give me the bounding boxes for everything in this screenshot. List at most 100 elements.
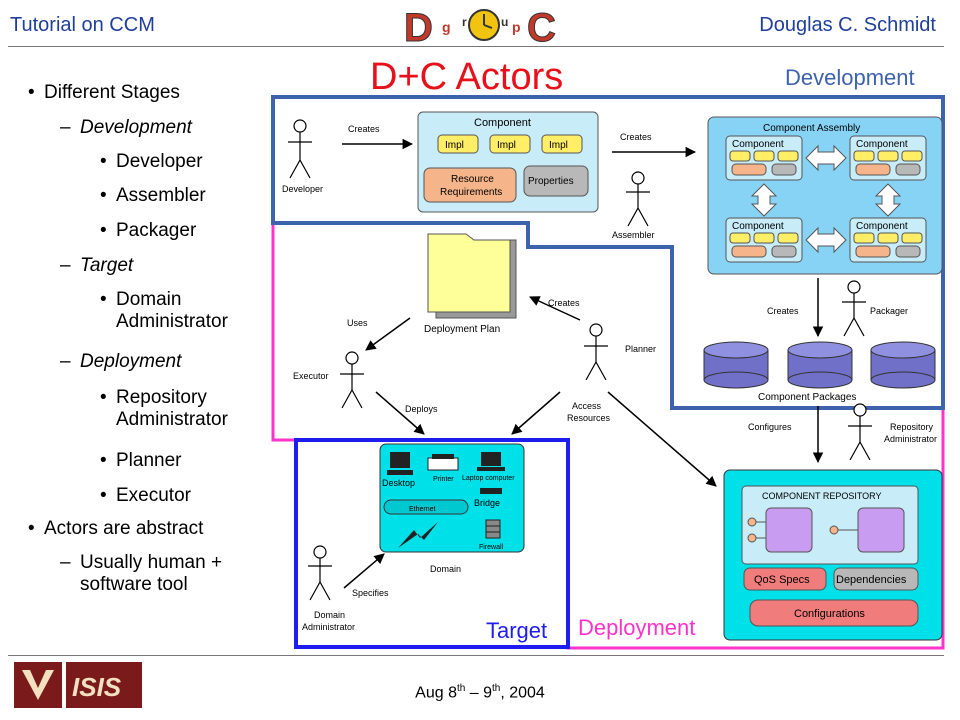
- specifies-label: Specifies: [352, 588, 389, 598]
- laptop-icon: [477, 452, 505, 471]
- target-zone-outline: [294, 438, 570, 649]
- printer-icon: [427, 454, 459, 471]
- access-repository-arrow: [607, 391, 717, 487]
- properties-box: [523, 165, 589, 197]
- domain-admin-label-1: Domain: [314, 610, 345, 620]
- executor-actor-icon: [340, 351, 364, 409]
- ethernet-label: Ethernet: [409, 506, 436, 513]
- header-tutorial-title: Tutorial on CCM: [10, 14, 155, 36]
- packager-actor-icon: [842, 280, 866, 337]
- bullet-packager: Packager: [24, 220, 196, 242]
- header-author: Douglas C. Schmidt: [759, 14, 936, 36]
- logo-letter-r: r: [462, 15, 467, 29]
- component-packages-label: Component Packages: [758, 392, 856, 403]
- vanderbilt-isis-logo: ISIS: [14, 662, 142, 708]
- impl-box-3: [541, 134, 583, 154]
- zone-label-development: Development: [785, 65, 915, 90]
- component-assembly-title: Component Assembly: [763, 123, 860, 134]
- laptop-label: Laptop computer: [462, 475, 515, 482]
- repo-admin-label-2: Administrator: [884, 434, 937, 444]
- uses-arrow: [365, 317, 411, 351]
- bullet-domain-administrator: Domain Administrator: [24, 289, 276, 333]
- impl-label-2: Impl: [497, 140, 516, 151]
- svg-text:Component: Component: [732, 221, 784, 232]
- vanderbilt-v-icon: [22, 670, 54, 700]
- repo-component-icon-1: [765, 507, 813, 553]
- logo-letter-g: g: [442, 19, 451, 35]
- svg-text:Component: Component: [856, 139, 908, 150]
- slide-title: D+C Actors: [370, 56, 564, 98]
- desktop-icon: [387, 452, 413, 475]
- assembly-link-arrow-1: [805, 144, 847, 172]
- repo-component-icon-2: [857, 507, 905, 553]
- logo-letter-u: u: [501, 15, 508, 29]
- resource-requirements-box: [423, 167, 517, 203]
- domain-admin-actor-icon: [308, 545, 332, 601]
- assembly-link-arrow-4: [874, 183, 902, 217]
- zone-label-deployment: Deployment: [578, 615, 696, 640]
- resource-req-label-2: Requirements: [440, 187, 502, 198]
- planner-label: Planner: [625, 344, 656, 354]
- deploys-arrow: [375, 391, 425, 435]
- uses-label: Uses: [347, 318, 368, 328]
- logo-letter-d: D: [404, 6, 433, 46]
- assembly-link-arrow-3: [750, 183, 778, 217]
- executor-label: Executor: [293, 371, 329, 381]
- svg-text:Component: Component: [732, 139, 784, 150]
- footer-divider: [8, 655, 944, 656]
- creates-label-3: Creates: [548, 298, 580, 308]
- ethernet-bus: [383, 499, 469, 515]
- bridge-label: Bridge: [474, 498, 500, 508]
- creates-label-4: Creates: [767, 306, 799, 316]
- configurations-label: Configurations: [794, 608, 865, 620]
- component-title: Component: [474, 117, 531, 129]
- firewall-label: Firewall: [479, 544, 504, 551]
- dependencies-box: [833, 567, 919, 591]
- assembler-actor-icon: [626, 171, 650, 227]
- firewall-icon: [485, 519, 501, 539]
- component-repository-title: COMPONENT REPOSITORY: [762, 491, 882, 501]
- printer-label: Printer: [433, 476, 454, 483]
- access-resources-label-1: Access: [572, 401, 602, 411]
- impl-box-2: [489, 134, 531, 154]
- resource-req-label-1: Resource: [451, 174, 494, 185]
- package-cylinder-1-icon: [703, 341, 769, 389]
- impl-label-1: Impl: [445, 140, 464, 151]
- footer-date: Aug 8th – 9th, 2004: [415, 683, 545, 702]
- zone-label-target: Target: [486, 618, 548, 643]
- dependencies-label: Dependencies: [836, 574, 907, 586]
- svg-text:Component: Component: [856, 221, 908, 232]
- bullet-executor: Executor: [24, 485, 191, 507]
- package-cylinder-3-icon: [870, 341, 936, 389]
- impl-box-1: [437, 134, 479, 154]
- deployment-plan-label: Deployment Plan: [424, 324, 500, 335]
- planner-actor-icon: [584, 323, 608, 381]
- bullet-developer: Developer: [24, 151, 203, 173]
- bullet-repository-administrator: Repository Administrator: [24, 387, 276, 431]
- bullet-assembler: Assembler: [24, 185, 206, 207]
- bullet-different-stages: Different Stages: [24, 82, 180, 104]
- bullet-deployment: Deployment: [24, 351, 181, 373]
- developer-actor-icon: [288, 119, 312, 179]
- bridge-icon: [480, 488, 502, 494]
- header-divider: [8, 46, 944, 47]
- logo-letter-c: C: [527, 6, 556, 46]
- lightning-icon: [398, 522, 438, 548]
- repository-admin-actor-icon: [848, 403, 872, 461]
- developer-label: Developer: [282, 184, 323, 194]
- creates-label-2: Creates: [620, 132, 652, 142]
- bullet-target: Target: [24, 255, 133, 277]
- configures-label: Configures: [748, 422, 792, 432]
- repo-admin-label-1: Repository: [890, 422, 934, 432]
- properties-label: Properties: [528, 176, 574, 187]
- assembly-component-4: Component: [849, 217, 927, 263]
- qos-specs-label: QoS Specs: [754, 574, 810, 586]
- assembler-label: Assembler: [612, 230, 655, 240]
- assembly-component-3: Component: [725, 217, 803, 263]
- bullet-planner: Planner: [24, 450, 182, 472]
- access-domain-arrow: [511, 391, 561, 435]
- creates-arrow-3: [529, 296, 581, 321]
- qos-specs-box: [743, 567, 827, 591]
- access-resources-label-2: Resources: [567, 413, 611, 423]
- assembly-link-arrow-2: [805, 226, 847, 254]
